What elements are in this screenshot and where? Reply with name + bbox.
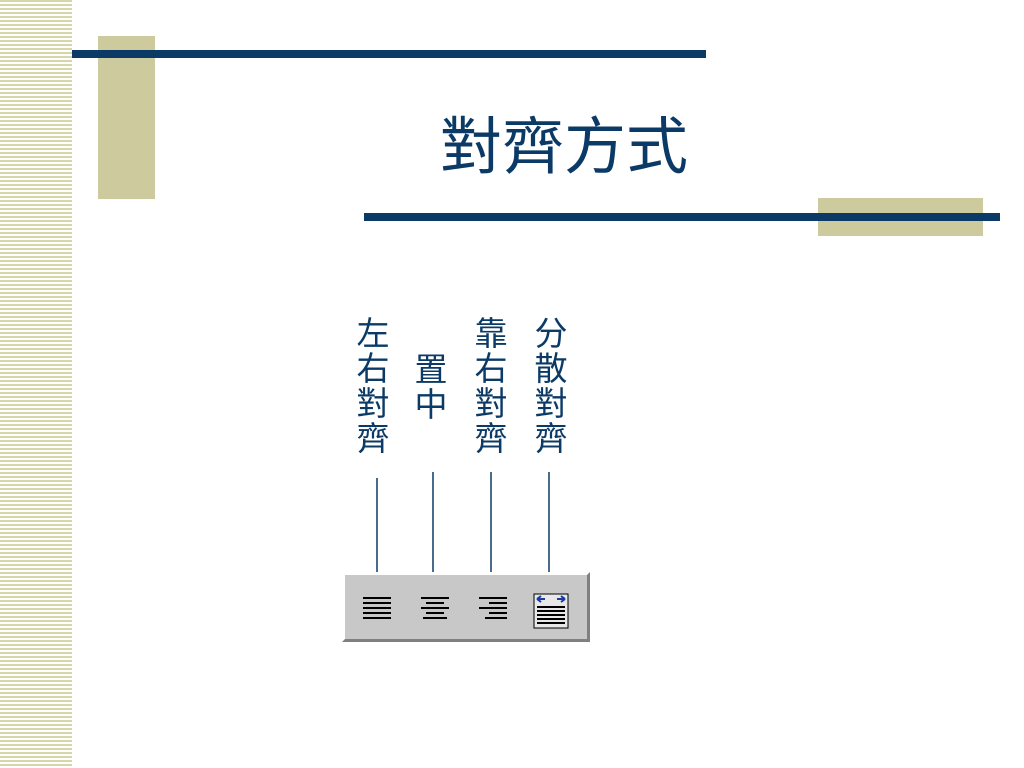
justify-lines-icon (363, 597, 391, 619)
distributed-align-button[interactable] (533, 593, 569, 629)
center-lines-icon (421, 597, 449, 619)
label-distributed: 分散對齊 (529, 316, 568, 456)
slide-title: 對齊方式 (440, 110, 689, 183)
top-rule (72, 50, 706, 58)
bottom-rule (364, 213, 1000, 221)
top-left-khaki-block (98, 36, 155, 199)
label-justify: 左右對齊 (351, 316, 390, 456)
center-align-button[interactable] (419, 593, 451, 625)
alignment-toolbar (342, 572, 590, 642)
distributed-lines-icon (533, 593, 569, 629)
justify-align-button[interactable] (361, 593, 393, 625)
right-align-button[interactable] (477, 593, 509, 625)
label-center: 置中 (409, 352, 448, 422)
left-stripe-decoration (0, 0, 72, 768)
label-right: 靠右對齊 (469, 316, 508, 456)
right-lines-icon (479, 597, 507, 619)
